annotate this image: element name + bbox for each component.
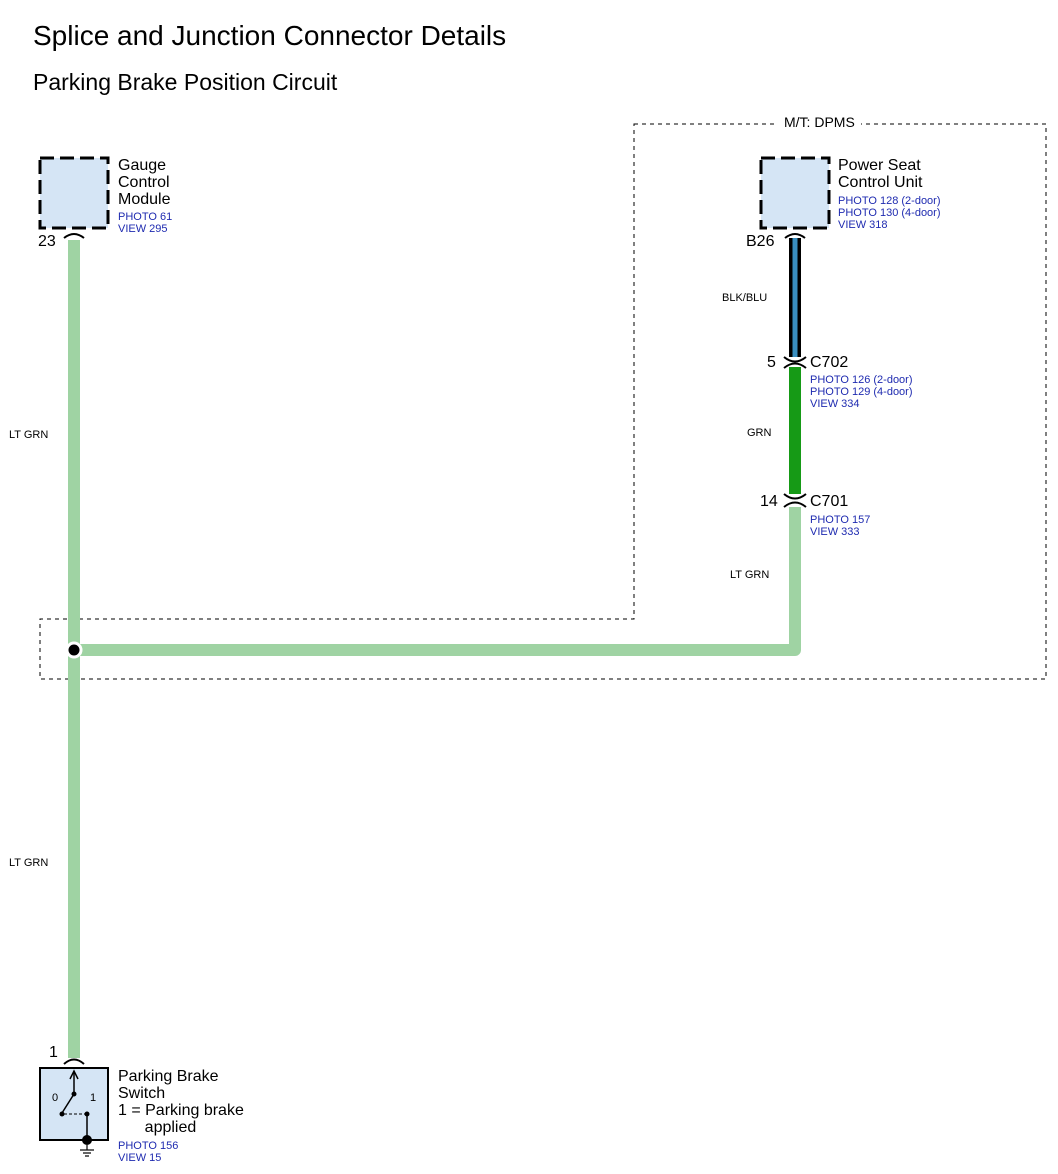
c701-male-mark — [783, 493, 807, 500]
gauge-pin-terminal — [63, 233, 85, 239]
park-switch-pin-number: 1 — [49, 1044, 58, 1061]
park-switch-view-link[interactable]: VIEW 15 — [118, 1152, 162, 1164]
wire-label-seat-ltgrn: LT GRN — [730, 569, 770, 581]
gauge-module-box — [38, 156, 110, 230]
c702-refs: PHOTO 126 (2-door) PHOTO 129 (4-door) VI… — [810, 374, 913, 410]
power-seat-name-line-2: Control Unit — [838, 174, 923, 191]
park-switch-name: Parking Brake Switch 1 = Parking brake a… — [118, 1068, 244, 1136]
switch-arrow-head — [69, 1069, 79, 1080]
park-switch-name-line-3: 1 = Parking brake — [118, 1102, 244, 1119]
c702-photo-2door-link[interactable]: PHOTO 126 (2-door) — [810, 374, 913, 386]
switch-contact-left — [59, 1111, 65, 1117]
gauge-name-line-1: Gauge — [118, 157, 167, 174]
park-switch-pin-terminal — [63, 1058, 85, 1065]
power-seat-refs: PHOTO 128 (2-door) PHOTO 130 (4-door) VI… — [838, 195, 941, 231]
power-seat-photo-2door-link[interactable]: PHOTO 128 (2-door) — [838, 195, 941, 207]
wire-label-gauge-ltgrn-bottom: LT GRN — [9, 857, 49, 869]
power-seat-pin-terminal — [784, 233, 806, 239]
power-seat-photo-4door-link[interactable]: PHOTO 130 (4-door) — [838, 207, 941, 219]
power-seat-view-link[interactable]: VIEW 318 — [838, 219, 888, 231]
wire-label-gauge-ltgrn-top: LT GRN — [9, 429, 49, 441]
c702-female-mark — [783, 362, 807, 369]
park-switch-photo-link[interactable]: PHOTO 156 — [118, 1140, 179, 1152]
c701-refs: PHOTO 157 VIEW 333 — [810, 514, 870, 538]
park-switch-name-line-1: Parking Brake — [118, 1068, 219, 1085]
switch-position-0-label: 0 — [52, 1092, 59, 1104]
c701-photo-link[interactable]: PHOTO 157 — [810, 514, 871, 526]
switch-blade — [61, 1093, 75, 1114]
power-seat-pin-number: B26 — [746, 233, 775, 250]
power-seat-box — [759, 156, 831, 230]
gauge-module-name: Gauge Control Module — [118, 157, 170, 208]
c702-photo-4door-link[interactable]: PHOTO 129 (4-door) — [810, 386, 913, 398]
park-switch-name-line-4: applied — [118, 1119, 197, 1136]
c702-male-mark — [783, 356, 807, 363]
c701-name: C701 — [810, 493, 849, 510]
c701-female-mark — [783, 501, 807, 508]
wire-label-blk-blu: BLK/BLU — [722, 292, 768, 304]
gauge-refs: PHOTO 61 VIEW 295 — [118, 211, 172, 235]
gauge-pin-number: 23 — [38, 233, 56, 250]
switch-ground-dot — [82, 1135, 92, 1145]
c701-view-link[interactable]: VIEW 333 — [810, 526, 860, 538]
gauge-view-link[interactable]: VIEW 295 — [118, 223, 168, 235]
park-switch-refs: PHOTO 156 VIEW 15 — [118, 1140, 178, 1164]
c701-pin-number: 14 — [760, 493, 778, 510]
wire-label-grn: GRN — [747, 427, 772, 439]
gauge-photo-link[interactable]: PHOTO 61 — [118, 211, 173, 223]
gauge-name-line-3: Module — [118, 191, 171, 208]
switch-position-1-label: 1 — [90, 1092, 97, 1104]
power-seat-name: Power Seat Control Unit — [838, 157, 922, 191]
dpms-region-border — [39, 123, 1047, 680]
c702-view-link[interactable]: VIEW 334 — [810, 398, 860, 410]
page-subtitle: Parking Brake Position Circuit — [33, 69, 338, 95]
page-title: Splice and Junction Connector Details — [33, 20, 507, 51]
c702-name: C702 — [810, 354, 849, 371]
splice-point — [65, 641, 83, 659]
c702-pin-number: 5 — [767, 354, 776, 371]
wire-splice-to-c701 — [74, 507, 801, 656]
park-switch-name-line-2: Switch — [118, 1085, 166, 1102]
power-seat-name-line-1: Power Seat — [838, 157, 921, 174]
gauge-name-line-2: Control — [118, 174, 170, 191]
dpms-region-label: M/T: DPMS — [778, 114, 861, 130]
